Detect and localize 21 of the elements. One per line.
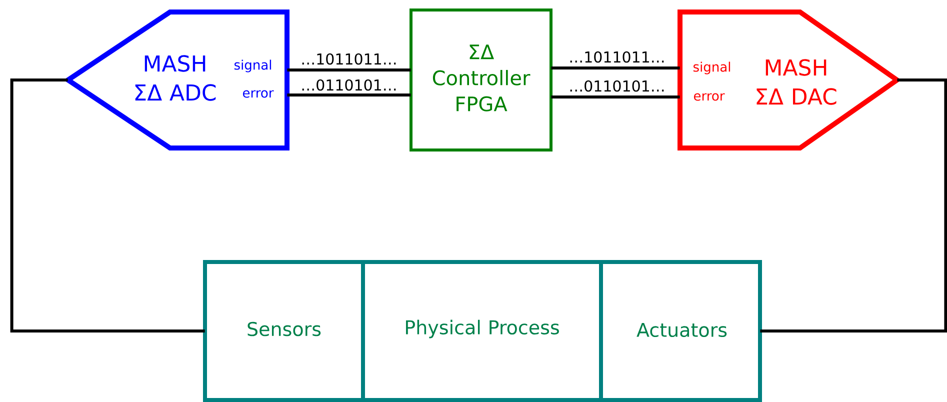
- connector-line: [551, 66, 680, 70]
- edge-label: …0110101…: [568, 79, 666, 93]
- port-label: error: [694, 93, 725, 101]
- connector-line: [10, 78, 205, 332]
- edge-label: …1011011…: [300, 52, 398, 66]
- block-title: MASH ΣΔ DAC: [756, 59, 836, 105]
- controller-box: [410, 8, 552, 152]
- connector-line: [287, 94, 411, 96]
- port-label: signal: [234, 60, 272, 72]
- connector-line: [551, 96, 680, 98]
- port-label: error: [243, 90, 274, 98]
- process-label: Sensors: [248, 322, 321, 336]
- connector-line: [760, 78, 947, 332]
- process-label: Actuators: [636, 322, 727, 338]
- block-title: MASH ΣΔ ADC: [135, 55, 216, 101]
- process-label: Physical Process: [406, 320, 559, 338]
- connector-line: [287, 68, 411, 72]
- edge-label: …0110101…: [300, 78, 398, 92]
- edge-label: …1011011…: [568, 50, 666, 64]
- block-title: ΣΔ Controller FPGA: [432, 44, 530, 112]
- port-label: signal: [693, 62, 730, 74]
